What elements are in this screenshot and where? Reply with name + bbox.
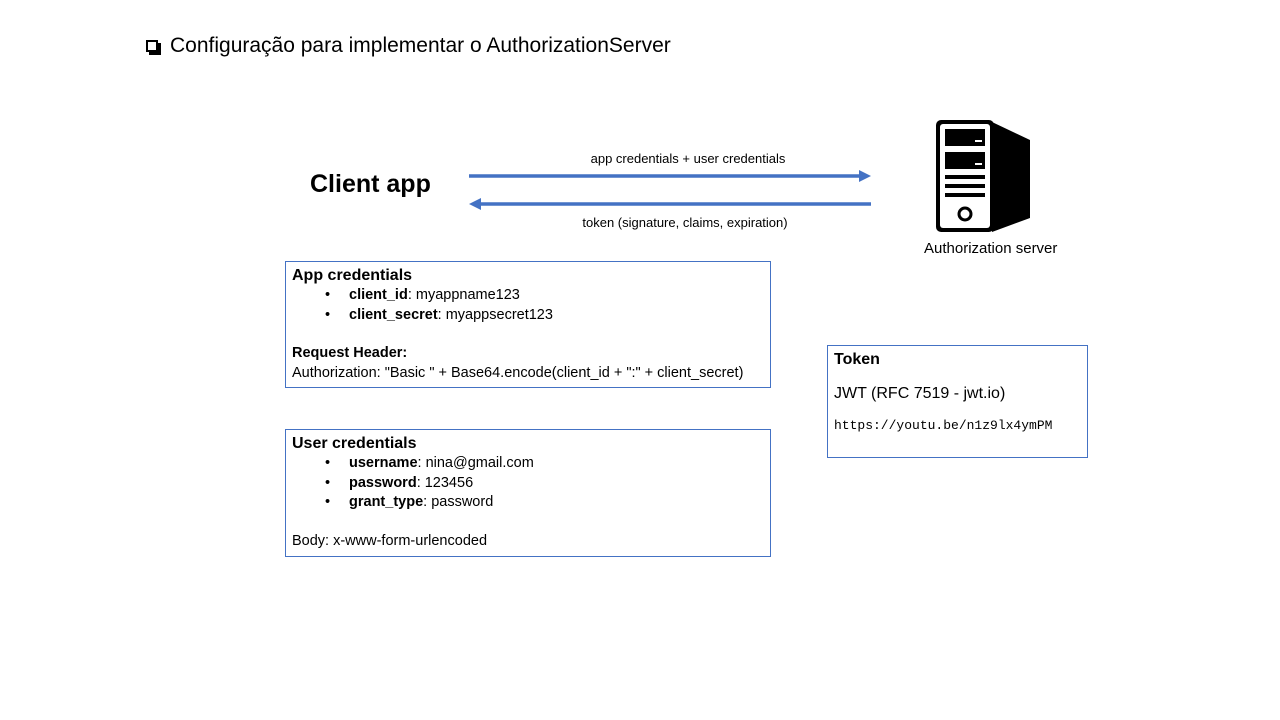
item-key: username [349, 455, 418, 471]
slide-title: Configuração para implementar o Authoriz… [170, 34, 671, 57]
token-jwt-text: JWT (RFC 7519 - jwt.io) [834, 385, 1006, 402]
item-key: client_secret [349, 306, 438, 323]
server-icon [936, 120, 1030, 232]
list-item: •client_secret: myappsecret123 [325, 306, 553, 323]
request-header-value: Authorization: "Basic " + Base64.encode(… [292, 364, 744, 381]
user-credentials-list: •username: nina@gmail.com •password: 123… [292, 454, 764, 513]
user-credentials-box: User credentials •username: nina@gmail.c… [285, 429, 771, 557]
app-credentials-box: App credentials •client_id: myappname123… [285, 261, 771, 388]
item-value: : myappsecret123 [437, 306, 553, 323]
request-header-heading: Request Header: [292, 345, 408, 361]
client-app-label: Client app [310, 170, 431, 198]
list-item: •username: nina@gmail.com [325, 455, 534, 471]
list-item: •password: 123456 [325, 474, 474, 491]
item-key: password [349, 474, 417, 491]
body-encoding: Body: x-www-form-urlencoded [292, 532, 488, 549]
app-credentials-heading: App credentials [292, 267, 413, 284]
arrow-forward-label: app credentials + user credentials [590, 151, 786, 166]
token-heading: Token [834, 351, 880, 368]
item-key: grant_type [349, 494, 424, 510]
arrow-back [469, 198, 871, 210]
slide-title-row: Configuração para implementar o Authoriz… [146, 34, 671, 58]
arrow-back-label: token (signature, claims, expiration) [582, 215, 788, 230]
list-item: •grant_type: password [325, 494, 494, 510]
item-value: : 123456 [416, 474, 474, 491]
item-value: : myappname123 [407, 287, 520, 303]
checkbox-icon [146, 40, 161, 55]
item-value: : nina@gmail.com [417, 455, 534, 471]
item-key: client_id [349, 287, 408, 303]
token-box: Token JWT (RFC 7519 - jwt.io) https://yo… [827, 345, 1088, 458]
list-item: •client_id: myappname123 [325, 287, 520, 303]
server-caption: Authorization server [924, 240, 1058, 257]
arrow-forward [469, 170, 871, 182]
token-video-link[interactable]: https://youtu.be/n1z9lx4ymPM [834, 417, 1053, 433]
item-value: : password [423, 494, 494, 510]
app-credentials-list: •client_id: myappname123 •client_secret:… [292, 286, 764, 325]
user-credentials-heading: User credentials [292, 435, 417, 452]
